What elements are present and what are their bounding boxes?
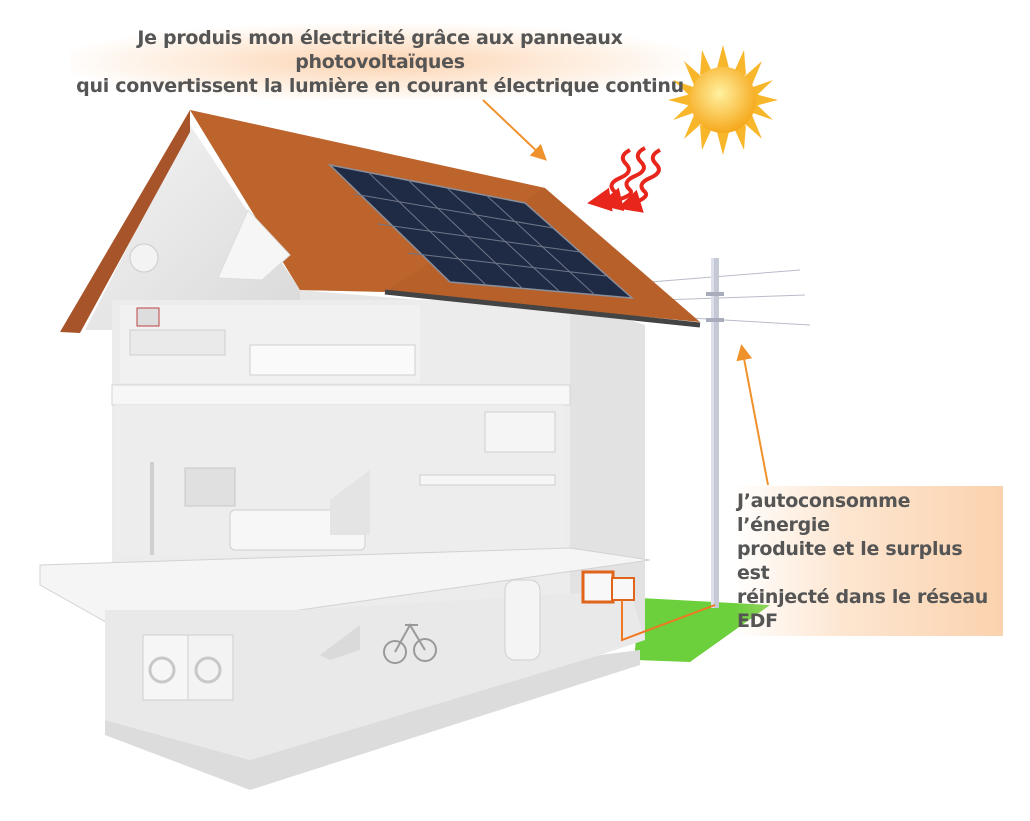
self-consumption-caption-line-1: J’autoconsomme l’énergie	[737, 490, 911, 536]
round-vent	[129, 243, 159, 273]
arrow-to-grid	[736, 344, 769, 486]
solar-panels	[327, 163, 635, 299]
production-caption: Je produis mon électricité grâce aux pan…	[70, 24, 690, 100]
production-caption-line-1: Je produis mon électricité grâce aux pan…	[137, 27, 623, 73]
heat-waves-icon	[587, 146, 661, 213]
self-consumption-caption: J’autoconsomme l’énergie produite et le …	[733, 486, 1003, 636]
production-caption-line-2: qui convertissent la lumière en courant …	[76, 75, 684, 97]
inverter-box	[581, 570, 615, 604]
utility-pole	[649, 258, 811, 608]
self-consumption-caption-line-3: réinjecté dans le réseau EDF	[737, 586, 989, 632]
skylight	[217, 209, 291, 281]
self-consumption-caption-line-2: produite et le surplus est	[737, 538, 963, 584]
grid-cable	[621, 600, 716, 642]
arrow-to-panels	[482, 99, 547, 161]
